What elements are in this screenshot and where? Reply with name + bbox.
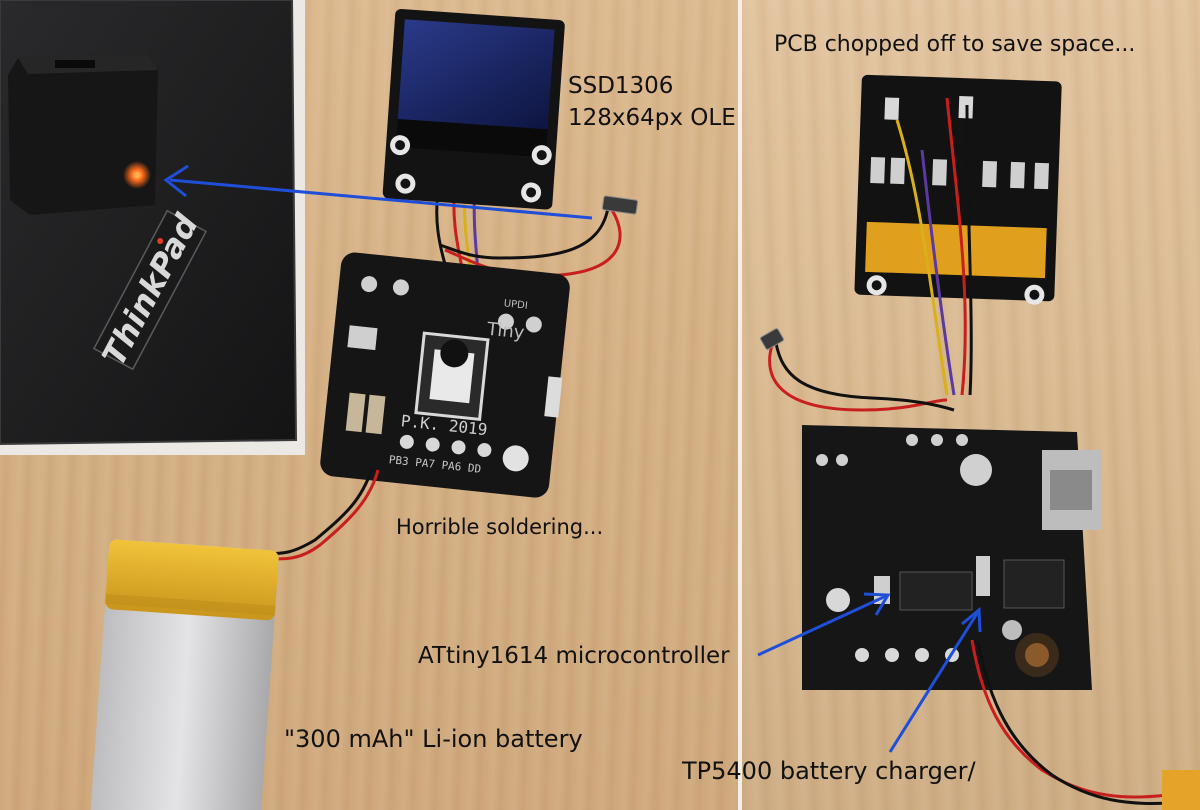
oled-caption-line1: SSD1306 (568, 73, 674, 99)
enclosure-box (8, 54, 158, 215)
left-photo: ThinkPad (0, 0, 753, 810)
main-pcb-back (802, 425, 1102, 690)
charger-caption: TP5400 battery charger/ (682, 757, 976, 785)
soldering-caption: Horrible soldering... (396, 515, 604, 539)
charger-arrow (888, 606, 982, 753)
battery-caption: "300 mAh" Li-ion battery (284, 725, 583, 753)
mcu-arrow (757, 592, 891, 657)
oled-caption-line2: 128x64px OLED (568, 105, 754, 131)
indicator-arrow (163, 164, 593, 220)
main-pcb: Tiny UPDI P.K. 2019 PB3 PA7 PA6 DD (320, 252, 570, 498)
right-photo: PCB chopped off to save space... TP5400 … (682, 0, 1200, 810)
left-photo-drawing: ThinkPad (0, 0, 639, 810)
oled-caption: SSD1306 128x64px OLED (568, 70, 753, 134)
chopped-oled-pcb (854, 74, 1062, 305)
right-photo-drawing (757, 74, 1200, 810)
battery (90, 539, 279, 810)
panel-divider (738, 0, 742, 810)
pcb-chopped-caption: PCB chopped off to save space... (774, 32, 1136, 57)
board-name-text: Tiny (485, 319, 526, 344)
oled-module (382, 8, 565, 210)
board-updi-text: UPDI (503, 298, 528, 311)
mcu-caption: ATtiny1614 microcontroller (418, 643, 730, 669)
